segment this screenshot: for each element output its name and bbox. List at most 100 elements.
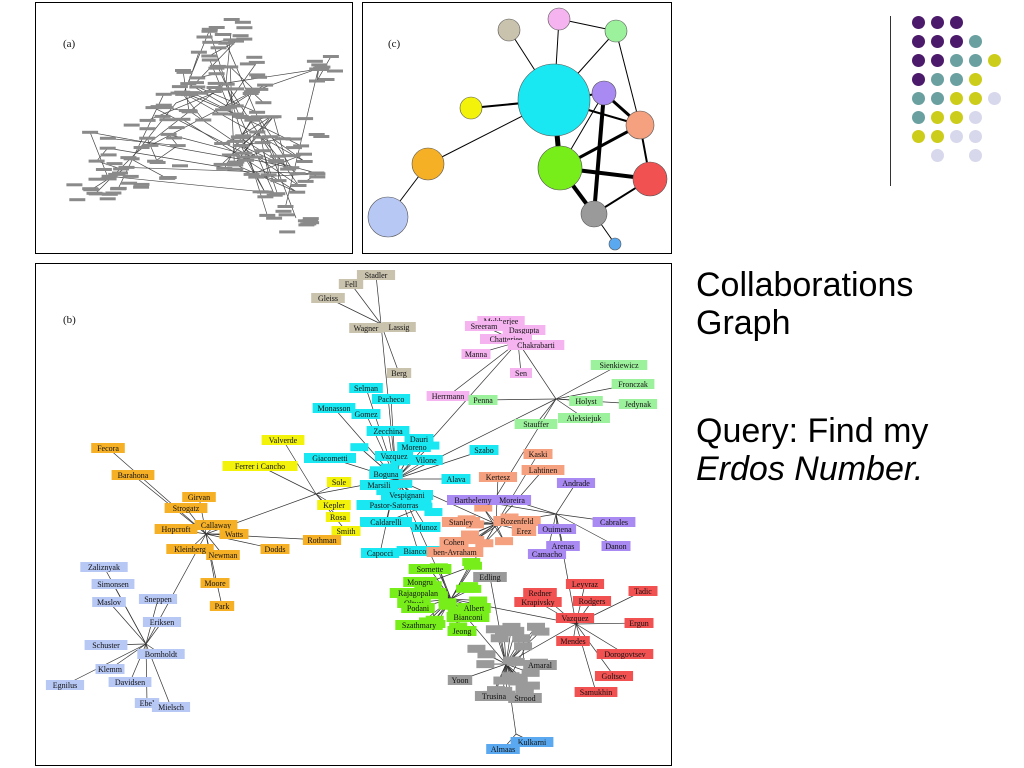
collab-node [475,539,494,548]
community-node-gray [580,200,608,228]
collab-edge [395,398,557,480]
query-line-1: Query: Find my [696,412,929,450]
graph-node [201,58,218,62]
graph-node [189,85,206,89]
author-node [510,737,554,747]
graph-node [243,172,260,176]
author-node [404,434,434,444]
author-label: Newman [209,551,238,560]
author-node [84,640,128,650]
graph-node [170,91,187,95]
collab-edge [555,482,577,515]
author-node [206,550,240,560]
author-node [439,537,469,547]
graph-node [298,223,315,227]
decorative-dot [969,111,982,124]
author-node [408,564,452,574]
graph-node [318,78,335,81]
author-label: Fronczak [618,380,648,389]
author-label: Danon [605,542,626,551]
graph-edge [126,167,318,175]
author-node [594,671,634,681]
graph-node [289,190,306,194]
graph-node [110,186,127,190]
author-label: Almaas [491,745,515,754]
graph-node [244,118,261,122]
author-label: Smith [336,527,355,536]
author-label: Dauri [410,435,429,444]
slide-query: Query: Find my Erdos Number. [696,412,1016,488]
graph-node [206,86,223,89]
graph-node [212,112,229,116]
graph-node [192,91,209,95]
panel-b-graph: StadlerFellGleissWagnerLassigBergMukherj… [45,270,658,754]
title-line-2: Graph [696,304,791,342]
decorative-dot [950,92,963,105]
graph-node [285,137,302,141]
graph-node [188,81,204,85]
slide-title: Collaborations Graph [696,266,1016,342]
collab-node [501,672,520,681]
author-label: Amaral [528,661,553,670]
graph-node [236,37,253,41]
graph-node [209,64,226,68]
graph-node [213,162,230,166]
author-node [493,516,541,526]
author-label: Hopcroft [162,525,192,534]
author-node [565,579,605,589]
author-node [209,601,235,611]
author-label: Capocci [367,549,394,558]
author-label: Klemm [98,665,123,674]
author-label: Callaway [201,521,231,530]
graph-node [248,60,265,64]
author-node [302,535,342,545]
author-label: Lahtinen [529,466,557,475]
graph-node [221,153,238,157]
author-label: Kulkarni [518,738,547,747]
author-node [389,588,447,598]
author-node [317,500,351,510]
graph-node [88,177,105,181]
author-node [572,596,612,606]
graph-node [228,160,245,164]
author-label: Valverde [269,436,298,445]
author-label: Selman [354,384,378,393]
author-node [111,470,155,480]
graph-node [205,90,222,93]
graph-node [249,73,266,77]
graph-node [280,167,297,171]
author-node [447,675,473,685]
decorative-dot [988,54,1001,67]
author-node [508,693,542,703]
graph-node [83,188,100,192]
author-node [45,680,85,690]
author-label: Gomez [354,410,378,419]
graph-node [259,213,276,217]
author-node [628,586,658,596]
author-label: Kaski [529,450,548,459]
graph-node [232,114,249,118]
author-node [569,396,603,406]
graph-node [100,177,117,181]
author-node [356,500,432,510]
author-label: Zaliznyak [88,563,120,572]
graph-node [238,158,254,162]
collab-node [469,596,488,605]
graph-node [250,115,267,119]
author-node [574,687,618,697]
author-label: Simonsen [97,580,129,589]
author-label: Ebel [140,699,155,708]
collab-node [350,443,369,452]
graph-node [183,91,200,95]
collab-node [424,508,443,517]
author-label: Ergun [629,619,648,628]
collab-node [493,676,512,685]
author-node [546,541,580,551]
collab-node [463,584,482,593]
collab-node [531,627,550,636]
graph-edge [234,163,298,193]
author-node [95,664,125,674]
collab-node [527,622,546,631]
graph-edge [182,91,305,162]
author-label: Schuster [92,641,120,650]
